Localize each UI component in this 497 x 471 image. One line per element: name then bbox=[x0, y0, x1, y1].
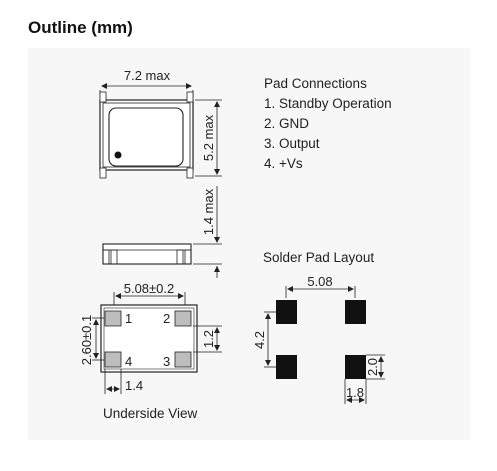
solder-pad-height-label: 2.0 bbox=[365, 358, 380, 376]
underside-pad-4 bbox=[104, 351, 122, 368]
pad-number: 4 bbox=[125, 354, 132, 369]
package-lid bbox=[108, 107, 184, 167]
solder-height-label: 4.2 bbox=[252, 331, 267, 349]
underside-pad-1 bbox=[104, 310, 122, 327]
pin1-marker-dot bbox=[114, 151, 122, 159]
pad-connections: Pad Connections 1. Standby Operation 2. … bbox=[264, 76, 392, 171]
solder-pad bbox=[276, 300, 297, 324]
underside-pitch-label: 5.08±0.2 bbox=[124, 281, 175, 296]
solder-pad-layout: Solder Pad Layout 5.08 4.2 2.0 1.8 bbox=[252, 250, 385, 404]
pad-connection-item: 1. Standby Operation bbox=[264, 96, 392, 111]
top-height-label: 5.2 max bbox=[201, 114, 216, 161]
page-title: Outline (mm) bbox=[28, 18, 133, 37]
solder-pad bbox=[345, 355, 366, 379]
package-side-outline bbox=[102, 243, 192, 265]
pad-number: 2 bbox=[163, 311, 170, 326]
pad-connection-item: 4. +Vs bbox=[264, 156, 303, 171]
underside-pad-2 bbox=[174, 310, 192, 327]
pad-connection-item: 2. GND bbox=[264, 116, 309, 131]
pad-number: 3 bbox=[163, 354, 170, 369]
underside-view-caption: Underside View bbox=[103, 406, 198, 421]
pad-connection-item: 3. Output bbox=[264, 136, 320, 151]
underside-view: 5.08±0.2 1 2 3 4 2.60±0.1 1.2 1.4 Unders… bbox=[79, 281, 222, 421]
pad-number: 1 bbox=[125, 311, 132, 326]
top-width-label: 7.2 max bbox=[124, 68, 171, 83]
underside-pad-3 bbox=[174, 351, 192, 368]
underside-pad-width-label: 1.4 bbox=[125, 378, 143, 393]
solder-pad-width-label: 1.8 bbox=[346, 385, 364, 400]
solder-pad-layout-heading: Solder Pad Layout bbox=[263, 250, 374, 265]
solder-pad bbox=[276, 355, 297, 379]
solder-pad bbox=[345, 300, 366, 324]
pad-connections-heading: Pad Connections bbox=[264, 76, 367, 91]
solder-pitch-label: 5.08 bbox=[307, 274, 332, 289]
side-view: 1.4 max bbox=[102, 186, 222, 278]
top-view: 7.2 max 5.2 max bbox=[99, 68, 222, 179]
underside-pad-height-label: 1.2 bbox=[201, 330, 216, 348]
underside-height-label: 2.60±0.1 bbox=[79, 315, 94, 366]
side-thickness-label: 1.4 max bbox=[201, 188, 216, 235]
